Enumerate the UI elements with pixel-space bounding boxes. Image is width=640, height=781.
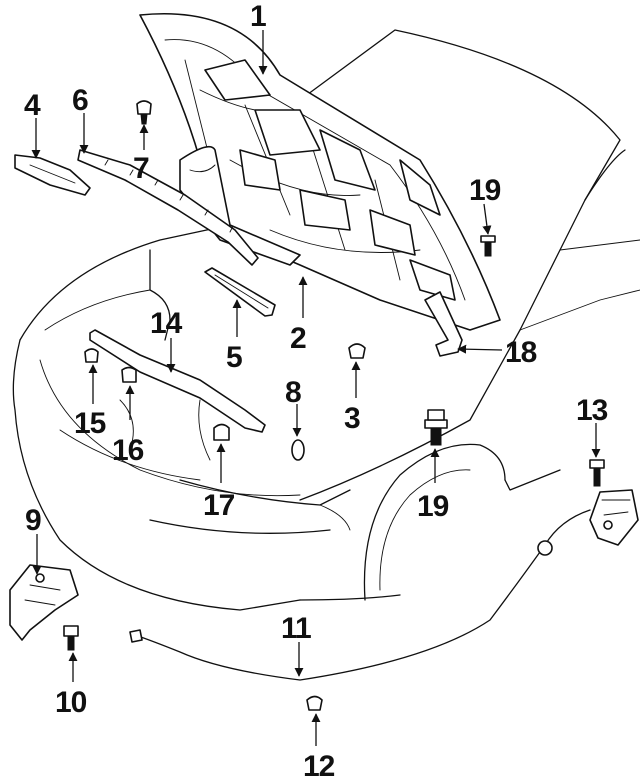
callout-11: 11 [281,612,311,645]
part-19-lower-bolt [424,409,448,446]
part-8-stop [291,439,305,461]
vehicle-body [12,29,640,611]
callout-6: 6 [72,84,88,117]
callout-12: 12 [303,750,335,781]
hood-insulator [179,145,301,266]
part-11-cable [129,509,591,681]
part-7-clip [136,100,152,125]
part-5-seal [204,267,276,317]
callout-16: 16 [112,434,144,467]
part-17-clip [213,423,230,441]
callout-4: 4 [24,89,41,122]
part-12-clip [306,695,323,711]
part-13-bolt [589,459,605,487]
part-15-clip [84,348,99,363]
callout-10: 10 [55,686,87,719]
callout-13: 13 [576,394,608,427]
callout-14: 14 [150,307,183,340]
part-10-bolt [63,625,79,651]
part-6-seal [77,149,259,266]
callout-8: 8 [285,376,301,409]
part-9-latch [9,564,79,641]
callout-19-lower: 19 [417,490,449,523]
callout-7: 7 [133,152,149,185]
callout-2: 2 [290,322,306,355]
part-4-trim [14,154,91,196]
callout-5: 5 [226,341,242,374]
callout-1: 1 [250,0,266,33]
callout-17: 17 [203,489,235,522]
release-handle [589,489,639,546]
callout-19-upper: 19 [469,174,501,207]
part-14-rod [89,329,266,433]
callout-labels: 1 4 6 7 19 2 5 14 18 8 3 15 16 17 19 13 … [24,0,609,781]
leader-lines [31,30,601,746]
callout-18: 18 [505,336,537,369]
callout-15: 15 [74,407,106,440]
part-18-hinge [424,291,463,357]
callout-3: 3 [344,402,360,435]
part-16-clip [121,366,137,383]
callout-9: 9 [25,504,41,537]
part-3-clip [348,343,366,359]
part-19-upper-bolt [480,235,496,257]
hood-panel [139,12,501,331]
